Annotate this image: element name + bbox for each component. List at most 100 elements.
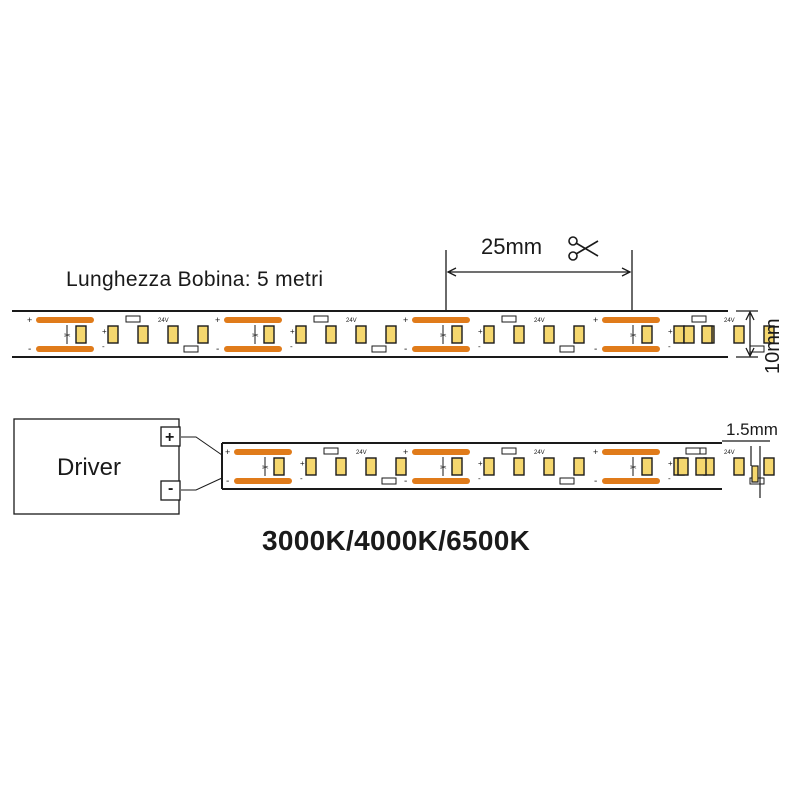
copper-pad (234, 449, 292, 455)
led-chip (673, 325, 685, 344)
strip-segment: ✂+-24V+- (403, 447, 585, 487)
led-chip (641, 457, 653, 476)
resistor (381, 477, 397, 485)
driver-minus-terminal (160, 480, 181, 501)
pad-minus-label: - (404, 476, 407, 487)
led-chip (683, 325, 695, 344)
pad-plus-label: + (593, 447, 598, 457)
led-chip (513, 325, 525, 344)
coil-length-label: Lunghezza Bobina: 5 metri (66, 268, 324, 291)
pad-minus-label: - (226, 476, 229, 487)
led-chip (483, 325, 495, 344)
strip-tail (677, 447, 707, 476)
pad-plus-label: + (290, 327, 295, 336)
driver-plus-terminal (160, 426, 181, 447)
led-chip (355, 325, 367, 344)
led-chip (451, 325, 463, 344)
led-chip (137, 325, 149, 344)
led-chip (75, 325, 87, 344)
led-chip (733, 325, 745, 344)
led-chip (325, 325, 337, 344)
resistor (501, 315, 517, 323)
cut-mark-icon: ✂ (252, 331, 259, 340)
resistor (125, 315, 141, 323)
strip-tail (683, 315, 713, 344)
resistor (559, 345, 575, 353)
driver-minus-label: - (168, 480, 174, 497)
top-strip (12, 310, 728, 358)
pad-plus-label: + (225, 447, 230, 457)
voltage-label: 24V (158, 318, 169, 324)
strip-width-label: 10mm (762, 318, 784, 374)
led-chip (263, 325, 275, 344)
cut-mark-icon: ✂ (630, 331, 637, 340)
pad-plus-label: + (668, 459, 673, 468)
voltage-label: 24V (346, 318, 357, 324)
copper-pad (234, 478, 292, 484)
top-strip-components: ✂+-24V+-✂+-24V+-✂+-24V+-✂+-24V+- (27, 315, 775, 355)
copper-pad (36, 317, 94, 323)
resistor (323, 447, 339, 455)
led-chip (483, 457, 495, 476)
led-chip (543, 325, 555, 344)
led-chip (513, 457, 525, 476)
copper-pad (224, 317, 282, 323)
pad-minus-label: - (594, 476, 597, 487)
pad-plus-label: + (478, 459, 483, 468)
led-chip (573, 325, 585, 344)
pad-plus-label: + (478, 327, 483, 336)
led-chip (641, 325, 653, 344)
pad-minus-label: - (102, 342, 105, 351)
pad-minus-label: - (404, 344, 407, 355)
pad-minus-label: - (478, 342, 481, 351)
cut-mark-icon: ✂ (64, 331, 71, 340)
led-chip (395, 457, 407, 476)
resistor (313, 315, 329, 323)
pad-plus-label: + (300, 459, 305, 468)
led-chip (335, 457, 347, 476)
strip-segment: ✂+-24V+- (27, 315, 209, 355)
cut-mark-icon: ✂ (440, 331, 447, 340)
strip-segment: ✂ + - 24V + - (225, 447, 407, 487)
copper-pad (224, 346, 282, 352)
copper-pad (412, 317, 470, 323)
resistor (559, 477, 575, 485)
resistor (371, 345, 387, 353)
driver-plus-label: + (165, 429, 175, 446)
copper-pad (602, 449, 660, 455)
led-chip (677, 457, 689, 476)
cut-mark-icon: ✂ (630, 463, 637, 472)
copper-pad (602, 317, 660, 323)
pad-minus-label: - (668, 342, 671, 351)
driver-body (13, 418, 180, 515)
bottom-strip-components: ✂+-24V+-✂+-24V+-✂+-24V+- (225, 447, 775, 487)
voltage-label: 24V (724, 318, 735, 324)
bottom-strip (221, 442, 722, 490)
copper-pad (412, 449, 470, 455)
cut-pitch-dimension (445, 250, 633, 311)
led-chip (733, 457, 745, 476)
led-chip (451, 457, 463, 476)
pad-plus-label: + (593, 315, 598, 325)
driver-wires (181, 436, 223, 491)
pad-plus-label: + (27, 315, 32, 325)
led-chip (305, 457, 317, 476)
voltage-label: 24V (534, 450, 545, 456)
pad-minus-label: - (300, 474, 303, 483)
copper-pad (602, 478, 660, 484)
strip-thickness-dimension (722, 440, 770, 498)
led-chip (763, 457, 775, 476)
pad-plus-label: + (403, 447, 408, 457)
led-chip (763, 325, 775, 344)
strip-thickness-label: 1.5mm (726, 420, 778, 439)
led-chip (273, 457, 285, 476)
led-chip (107, 325, 119, 344)
led-chip (385, 325, 397, 344)
pad-plus-label: + (403, 315, 408, 325)
cut-mark-icon: ✂ (262, 463, 269, 472)
voltage-label: 24V (356, 450, 367, 456)
pad-minus-label: - (216, 344, 219, 355)
pad-minus-label: - (28, 344, 31, 355)
led-chip (573, 457, 585, 476)
